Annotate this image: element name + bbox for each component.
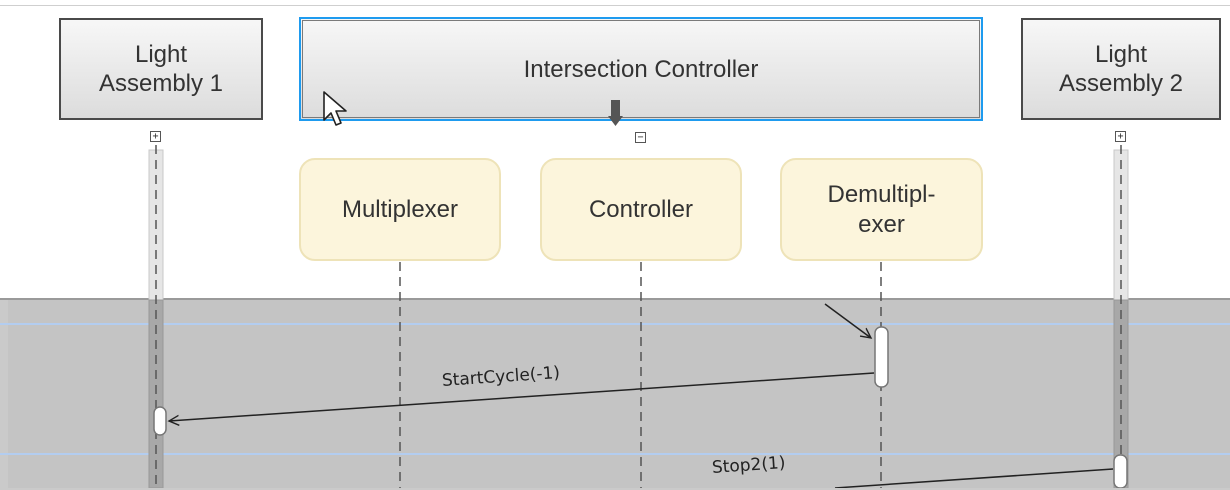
lifeline-head-light-assembly-2[interactable]: Light Assembly 2 — [1021, 18, 1221, 120]
lifeline-head-demultiplexer[interactable]: Demultipl- exer — [780, 158, 983, 261]
lifeline-head-intersection-controller[interactable]: Intersection Controller — [299, 17, 983, 126]
lifeline-head-light-assembly-1[interactable]: Light Assembly 1 — [59, 18, 263, 120]
down-arrow-icon[interactable] — [608, 98, 628, 130]
block-label-line2: Assembly 2 — [1058, 70, 1184, 97]
block-label: Intersection Controller — [523, 55, 759, 83]
block-label-line1: Light — [1094, 41, 1148, 68]
top-divider — [0, 5, 1230, 6]
mouse-cursor-icon — [323, 91, 347, 126]
message-arrow-incoming[interactable] — [824, 303, 871, 338]
activation-light-assembly-2[interactable] — [1113, 454, 1128, 488]
collapse-toggle-icon[interactable]: − — [635, 132, 646, 143]
sub-label-line2: exer — [858, 210, 905, 238]
lifeline-head-controller[interactable]: Controller — [540, 158, 742, 261]
block-label-line1: Light — [134, 41, 188, 68]
activation-light-assembly-1[interactable] — [153, 406, 167, 436]
swimlane-region-inner — [8, 300, 1230, 488]
activation-demultiplexer[interactable] — [874, 326, 889, 388]
lifeline-light-assembly-1 — [148, 145, 164, 488]
lifeline-light-assembly-2 — [1113, 145, 1129, 488]
sub-label: Controller — [588, 195, 694, 223]
lane-guide-line — [0, 453, 1230, 455]
message-arrow-start-cycle[interactable] — [169, 372, 875, 421]
message-arrow-stop2[interactable] — [834, 468, 1114, 488]
expand-toggle-icon[interactable]: + — [1115, 131, 1126, 142]
sub-label-line1: Demultipl- — [827, 180, 936, 208]
sub-label: Multiplexer — [341, 195, 459, 223]
lifeline-head-multiplexer[interactable]: Multiplexer — [299, 158, 501, 261]
expand-toggle-icon[interactable]: + — [150, 131, 161, 142]
lane-guide-line — [0, 323, 1230, 325]
block-label-line2: Assembly 1 — [98, 70, 224, 97]
